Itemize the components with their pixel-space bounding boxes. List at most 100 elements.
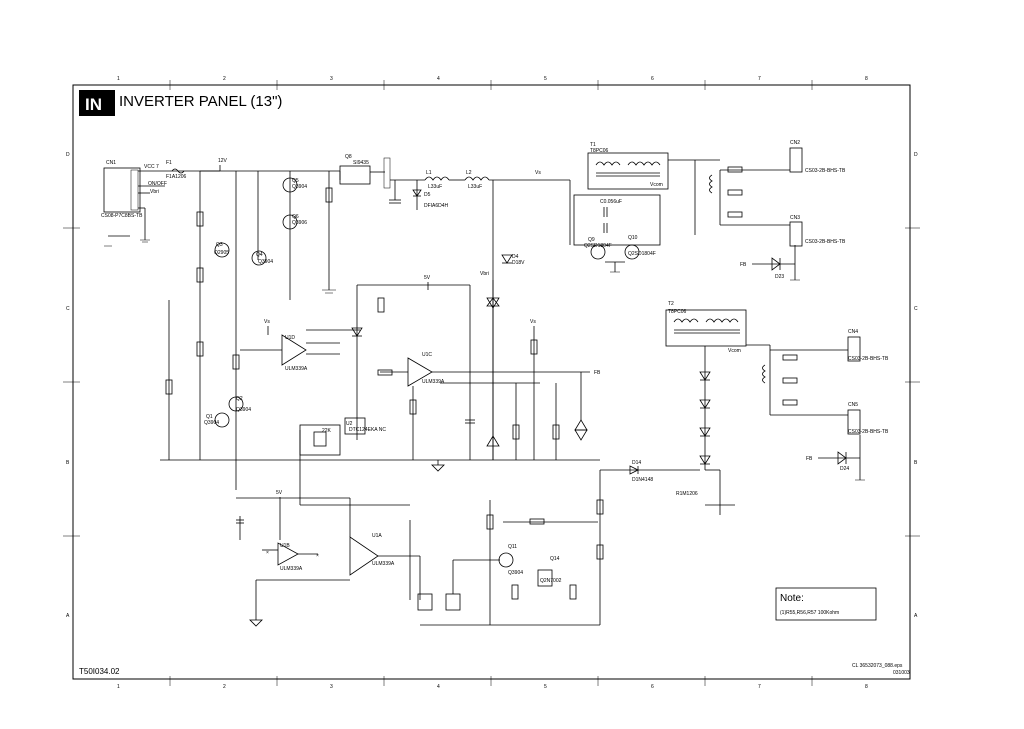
sheet-frame: [63, 80, 920, 686]
cn3-part: CS03-2B-BHS-TB: [805, 239, 846, 245]
transistor-q10: Q10 Q2SD1804F: [605, 235, 656, 273]
q3-part: Q2905: [214, 250, 229, 256]
transistor-q4: Q4 Q3904: [251, 250, 273, 266]
net-vbri: Vbri: [480, 271, 489, 277]
q6-part: Q3906: [292, 220, 307, 226]
cn5-ref: CN5: [848, 402, 858, 408]
u1c-ref: U1C: [422, 352, 432, 358]
inductor-chain: L1 L33uF L2 L33uF D5 DFIA6D4H Vs: [389, 170, 570, 460]
grid-row-labels-left: D C B A: [66, 152, 70, 619]
d23-ref: D23: [775, 274, 784, 280]
q10-part: Q2SD1804F: [628, 251, 656, 257]
section-badge: IN: [85, 95, 102, 114]
net-vs-top: Vs: [535, 170, 541, 176]
vr-value: 22K: [322, 428, 332, 434]
cn4-part: CS03-2B-BHS-TB: [848, 356, 889, 362]
power-rail-top: 12V: [199, 158, 341, 490]
transistor-u2: U2 DTC124EKA NC: [344, 417, 386, 435]
q11-part: Q3904: [508, 570, 523, 576]
l2-part: L33uF: [468, 184, 482, 190]
transistor-q11: Q11 Q3904: [420, 500, 600, 626]
net-vs-u1d: Vs: [264, 319, 270, 325]
u1a-ref: U1A: [372, 533, 382, 539]
transformer-t2: T2 T8PC06 Vcom: [665, 301, 747, 471]
grid-column-labels-top: 1 2 3 4 5 6 7 8: [117, 76, 868, 82]
doc-number: T50I034.02: [79, 667, 120, 676]
grid-col-label: 4: [437, 76, 440, 82]
zener-d2: 5V: [351, 275, 471, 460]
net-vcom-t2: Vcom: [728, 348, 741, 354]
grid-row-label: A: [66, 613, 70, 619]
net-fb-mid: FB: [594, 370, 601, 376]
net-12v: 12V: [218, 158, 228, 164]
output-network-top: CN2 CS03-2B-BHS-TB CN3 CS03-2B-BHS-TB FB…: [694, 140, 846, 281]
u2-part: DTC124EKA NC: [349, 427, 386, 433]
transistor-q9: Q9 Q2SD1804F: [584, 237, 612, 260]
u1b-ref: U1B: [280, 543, 290, 549]
grid-row-label: B: [914, 460, 918, 466]
grid-row-label: C: [914, 306, 918, 312]
q2-part: Q3904: [236, 407, 251, 413]
transistor-q3: Q3 Q2905: [214, 242, 230, 258]
q4-part: Q3904: [258, 259, 273, 265]
fuse-f1: F1 F1A1206: [166, 160, 187, 180]
l2-ref: L2: [466, 170, 472, 176]
note-box: Note: (1)R55,R56,R57 100Kohm: [775, 587, 877, 621]
cn2-ref: CN2: [790, 140, 800, 146]
grid-col-label: 1: [117, 76, 120, 82]
t2-part: T8PC06: [668, 309, 687, 315]
grid-col-label: 6: [651, 684, 654, 690]
grid-col-label: 5: [544, 76, 547, 82]
grid-col-label: 2: [223, 76, 226, 82]
cn1-part: CS08-P7C8BS-TB: [101, 213, 143, 219]
q3-ref: Q3: [216, 242, 223, 248]
page-title: INVERTER PANEL (13"): [119, 93, 282, 110]
grid-col-label: 5: [544, 684, 547, 690]
t2-ref: T2: [668, 301, 674, 307]
grid-col-label: 6: [651, 76, 654, 82]
transistor-q6: Q6 Q3906: [282, 214, 307, 230]
q8-ref: Q8: [345, 154, 352, 160]
t1-part: T8PC06: [590, 148, 609, 154]
q2-ref: Q2: [236, 396, 243, 402]
d4-ref: D4: [512, 254, 519, 260]
title-block: IN INVERTER PANEL (13"): [79, 90, 282, 116]
q10-ref: Q10: [628, 235, 638, 241]
c-tank-top: C0.056uF: [600, 199, 622, 205]
l1-part: L33uF: [428, 184, 442, 190]
grid-row-label: B: [66, 460, 70, 466]
mosfet-pair-q12-q13: [299, 430, 500, 611]
grid-row-label: C: [66, 306, 70, 312]
u1c-part: ULM339A: [422, 379, 445, 385]
transformer-t1: T1 T8PC06 Vcom C0.056uF: [569, 142, 695, 246]
r55-val: R1M1206: [676, 491, 698, 497]
grid-col-label: 8: [865, 684, 868, 690]
grid-col-label: 3: [330, 76, 333, 82]
u1d-part: ULM339A: [285, 366, 308, 372]
net-fb-top: FB: [740, 262, 747, 268]
cn1-ref: CN1: [106, 160, 116, 166]
resistor-column-left: [160, 171, 600, 461]
potentiometer-vr1: 22K: [299, 424, 341, 456]
grid-column-labels-bottom: 1 2 3 4 5 6 7 8: [117, 684, 868, 690]
net-vcc: VCC 7: [144, 164, 159, 170]
nc-mark: ×: [316, 553, 319, 559]
f1-part: F1A1206: [166, 174, 187, 180]
note-text: (1)R55,R56,R57 100Kohm: [780, 610, 839, 616]
footer: T50I034.02 CL 36532073_088.eps 031003: [79, 663, 910, 676]
net-5v-top: 5V: [424, 275, 431, 281]
d5-part: DFIA6D4H: [424, 203, 449, 209]
net-5v-bottom: 5V: [276, 490, 283, 496]
grid-col-label: 8: [865, 76, 868, 82]
q4-ref: Q4: [256, 252, 263, 258]
net-vbri-cn1: Vbri: [150, 189, 159, 195]
comparator-u1c: U1C ULM339A FB: [377, 352, 601, 460]
q6-ref: Q6: [292, 214, 299, 220]
grid-col-label: 7: [758, 76, 761, 82]
l1-ref: L1: [426, 170, 432, 176]
comparator-u1a: U1A ULM339A: [236, 497, 421, 627]
transistor-q5: Q5 Q3904: [282, 177, 307, 193]
q9-part: Q2SD1804F: [584, 243, 612, 249]
grid-col-label: 4: [437, 684, 440, 690]
q8-part: SI9435: [353, 160, 369, 166]
